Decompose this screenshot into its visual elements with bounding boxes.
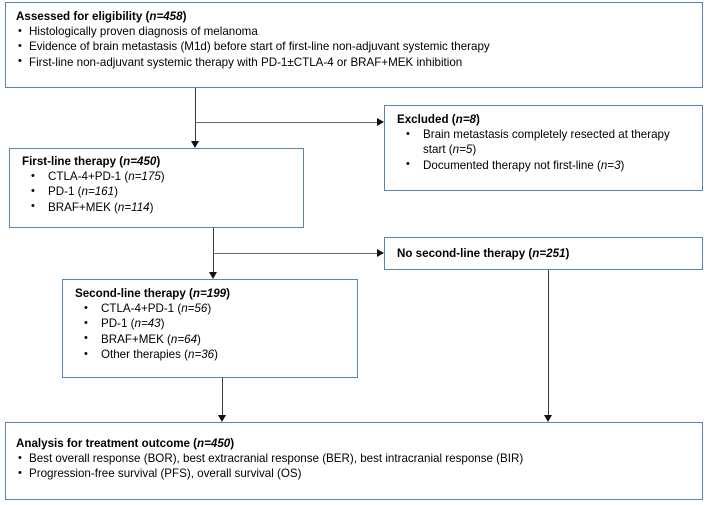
node-analysis-bullet-list: Best overall response (BOR), best extrac… bbox=[16, 450, 693, 482]
node-first-line-therapy: First-line therapy (n=450) CTLA-4+PD-1 (… bbox=[9, 148, 304, 228]
list-item: CTLA-4+PD-1 (n=56) bbox=[75, 300, 348, 316]
list-item: PD-1 (n=161) bbox=[22, 184, 294, 200]
connector-assessed-to-first-line bbox=[195, 88, 196, 145]
node-excluded: Excluded (n=8) Brain metastasis complete… bbox=[384, 105, 703, 191]
arrowhead-second-line bbox=[208, 272, 217, 279]
node-excluded-bullet-list: Brain metastasis completely resected at … bbox=[397, 127, 693, 174]
connector-no-second-line-to-analysis bbox=[548, 270, 549, 419]
list-item: Progression-free survival (PFS), overall… bbox=[16, 466, 693, 482]
node-analysis-for-treatment-outcome: Analysis for treatment outcome (n=450) B… bbox=[5, 422, 703, 500]
node-no-second-line-therapy: No second-line therapy (n=251) bbox=[384, 237, 703, 270]
list-item: CTLA-4+PD-1 (n=175) bbox=[22, 168, 294, 184]
arrowhead-analysis-right bbox=[543, 415, 552, 422]
node-first-line-title: First-line therapy (n=450) bbox=[22, 155, 161, 168]
node-second-line-title: Second-line therapy (n=199) bbox=[75, 287, 230, 300]
node-assessed-title: Assessed for eligibility (n=458) bbox=[16, 10, 187, 23]
node-first-line-bullet-list: CTLA-4+PD-1 (n=175) PD-1 (n=161) BRAF+ME… bbox=[22, 168, 294, 215]
arrowhead-excluded bbox=[377, 118, 384, 126]
arrowhead-analysis-left bbox=[217, 415, 226, 422]
connector-first-line-to-no-second-line bbox=[213, 253, 379, 254]
list-item: Best overall response (BOR), best extrac… bbox=[16, 450, 693, 466]
node-second-line-bullet-list: CTLA-4+PD-1 (n=56) PD-1 (n=43) BRAF+MEK … bbox=[75, 300, 348, 363]
arrowhead-no-second-line bbox=[377, 249, 384, 257]
list-item: First-line non-adjuvant systemic therapy… bbox=[16, 54, 693, 70]
connector-first-line-to-second-line bbox=[213, 228, 214, 276]
list-item: Brain metastasis completely resected at … bbox=[397, 127, 673, 158]
list-item: Evidence of brain metastasis (M1d) befor… bbox=[16, 39, 693, 55]
list-item: BRAF+MEK (n=64) bbox=[75, 331, 348, 347]
node-analysis-title: Analysis for treatment outcome (n=450) bbox=[16, 437, 235, 450]
list-item: Histologically proven diagnosis of melan… bbox=[16, 23, 693, 39]
list-item: Documented therapy not first-line (n=3) bbox=[397, 157, 693, 173]
node-assessed-for-eligibility: Assessed for eligibility (n=458) Histolo… bbox=[5, 2, 703, 88]
node-excluded-title: Excluded (n=8) bbox=[397, 113, 480, 126]
arrowhead-first-line bbox=[190, 141, 199, 148]
node-second-line-therapy: Second-line therapy (n=199) CTLA-4+PD-1 … bbox=[62, 279, 358, 378]
list-item: Other therapies (n=36) bbox=[75, 347, 348, 363]
node-no-second-line-title: No second-line therapy (n=251) bbox=[397, 247, 570, 260]
connector-second-line-to-analysis bbox=[222, 378, 223, 419]
list-item: BRAF+MEK (n=114) bbox=[22, 199, 294, 215]
connector-assessed-to-excluded bbox=[195, 122, 379, 123]
node-assessed-bullet-list: Histologically proven diagnosis of melan… bbox=[16, 23, 693, 70]
list-item: PD-1 (n=43) bbox=[75, 316, 348, 332]
